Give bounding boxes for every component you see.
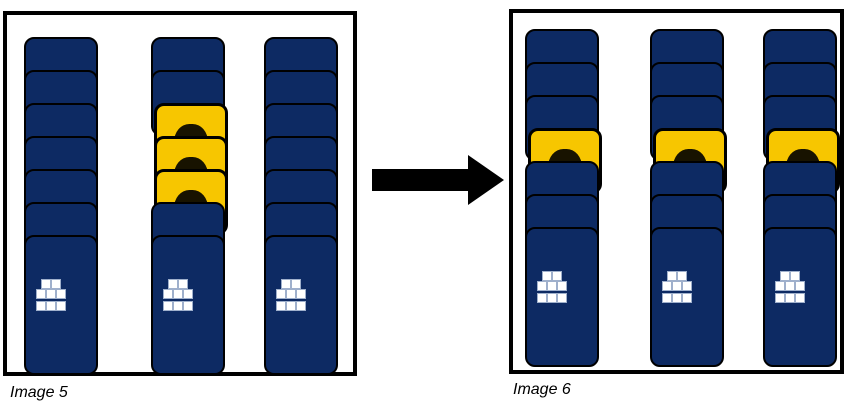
caption-image-5: Image 5 [10,384,68,401]
right-arrow-icon [372,155,504,205]
cube-logo-icon [36,277,88,317]
blue-card [264,235,338,375]
cube-logo-icon [276,277,328,317]
blue-card [650,227,724,367]
blue-card [763,227,837,367]
image-5-panel [3,11,357,376]
cube-logo-icon [662,269,714,309]
blue-card [24,235,98,375]
blue-card [525,227,599,367]
caption-image-6: Image 6 [513,381,571,398]
image-6-panel [509,9,844,374]
cube-logo-icon [775,269,827,309]
blue-card [151,235,225,375]
cube-logo-icon [537,269,589,309]
cube-logo-icon [163,277,215,317]
